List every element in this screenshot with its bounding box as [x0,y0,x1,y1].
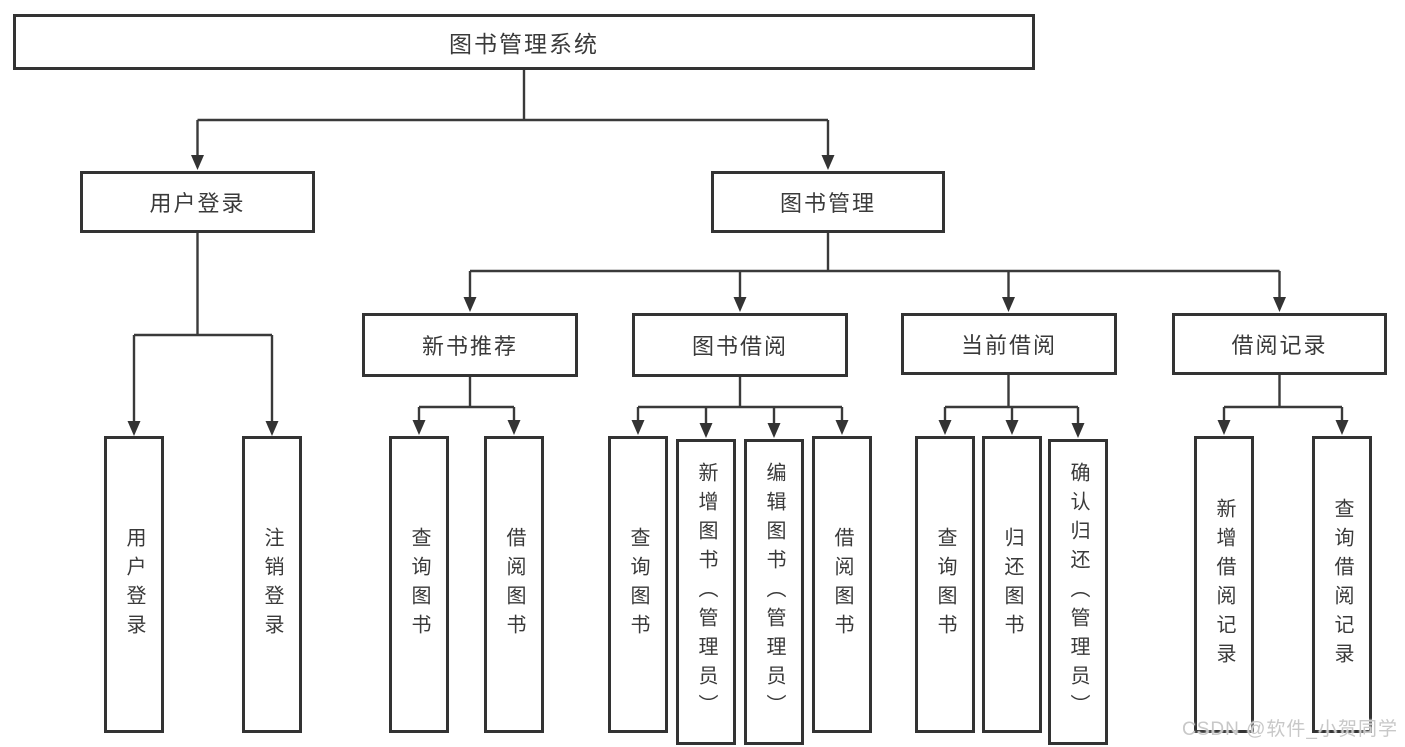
node-current-borrow: 当前借阅 [901,313,1117,375]
node-label: 借阅记录 [1231,333,1328,358]
node-label: 查询图书 [408,526,430,643]
watermark: CSDN @软件_小贺同学 [1182,719,1398,740]
node-label: 新增图书（管理员） [695,461,717,723]
node-label: 确认归还（管理员） [1067,461,1089,723]
node-user-login: 用户登录 [80,171,315,233]
leaf-add-books-admin: 新增图书（管理员） [676,439,736,745]
leaf-borrow-books: 借阅图书 [812,436,872,733]
node-label: 查询借阅记录 [1331,497,1353,672]
node-borrow-records: 借阅记录 [1172,313,1387,375]
leaf-add-borrow-record: 新增借阅记录 [1194,436,1254,733]
leaf-query-books-current: 查询图书 [915,436,975,733]
leaf-edit-books-admin: 编辑图书（管理员） [744,439,804,745]
leaf-confirm-return-admin: 确认归还（管理员） [1048,439,1108,745]
leaf-logout: 注销登录 [242,436,302,733]
node-label: 查询图书 [627,526,649,643]
node-book-management-system: 图书管理系统 [13,14,1035,70]
node-book-borrow: 图书借阅 [632,313,848,377]
node-label: 图书借阅 [691,334,788,359]
node-label: 借阅图书 [831,526,853,643]
node-label: 图书管理系统 [449,31,599,57]
node-new-book-recommend: 新书推荐 [362,313,578,377]
node-label: 新增借阅记录 [1213,497,1235,672]
node-label: 编辑图书（管理员） [763,461,785,723]
node-label: 用户登录 [123,526,145,643]
leaf-user-login: 用户登录 [104,436,164,733]
node-label: 归还图书 [1001,526,1023,643]
node-label: 查询图书 [934,526,956,643]
leaf-borrow-books-recommend: 借阅图书 [484,436,544,733]
leaf-query-books-borrow: 查询图书 [608,436,668,733]
leaf-query-books-recommend: 查询图书 [389,436,449,733]
node-label: 当前借阅 [960,333,1057,358]
node-label: 用户登录 [149,191,246,216]
node-label: 借阅图书 [503,526,525,643]
leaf-return-books: 归还图书 [982,436,1042,733]
node-label: 图书管理 [779,191,876,216]
node-label: 新书推荐 [421,334,518,359]
leaf-query-borrow-record: 查询借阅记录 [1312,436,1372,733]
node-book-management: 图书管理 [711,171,945,233]
node-label: 注销登录 [261,526,283,643]
